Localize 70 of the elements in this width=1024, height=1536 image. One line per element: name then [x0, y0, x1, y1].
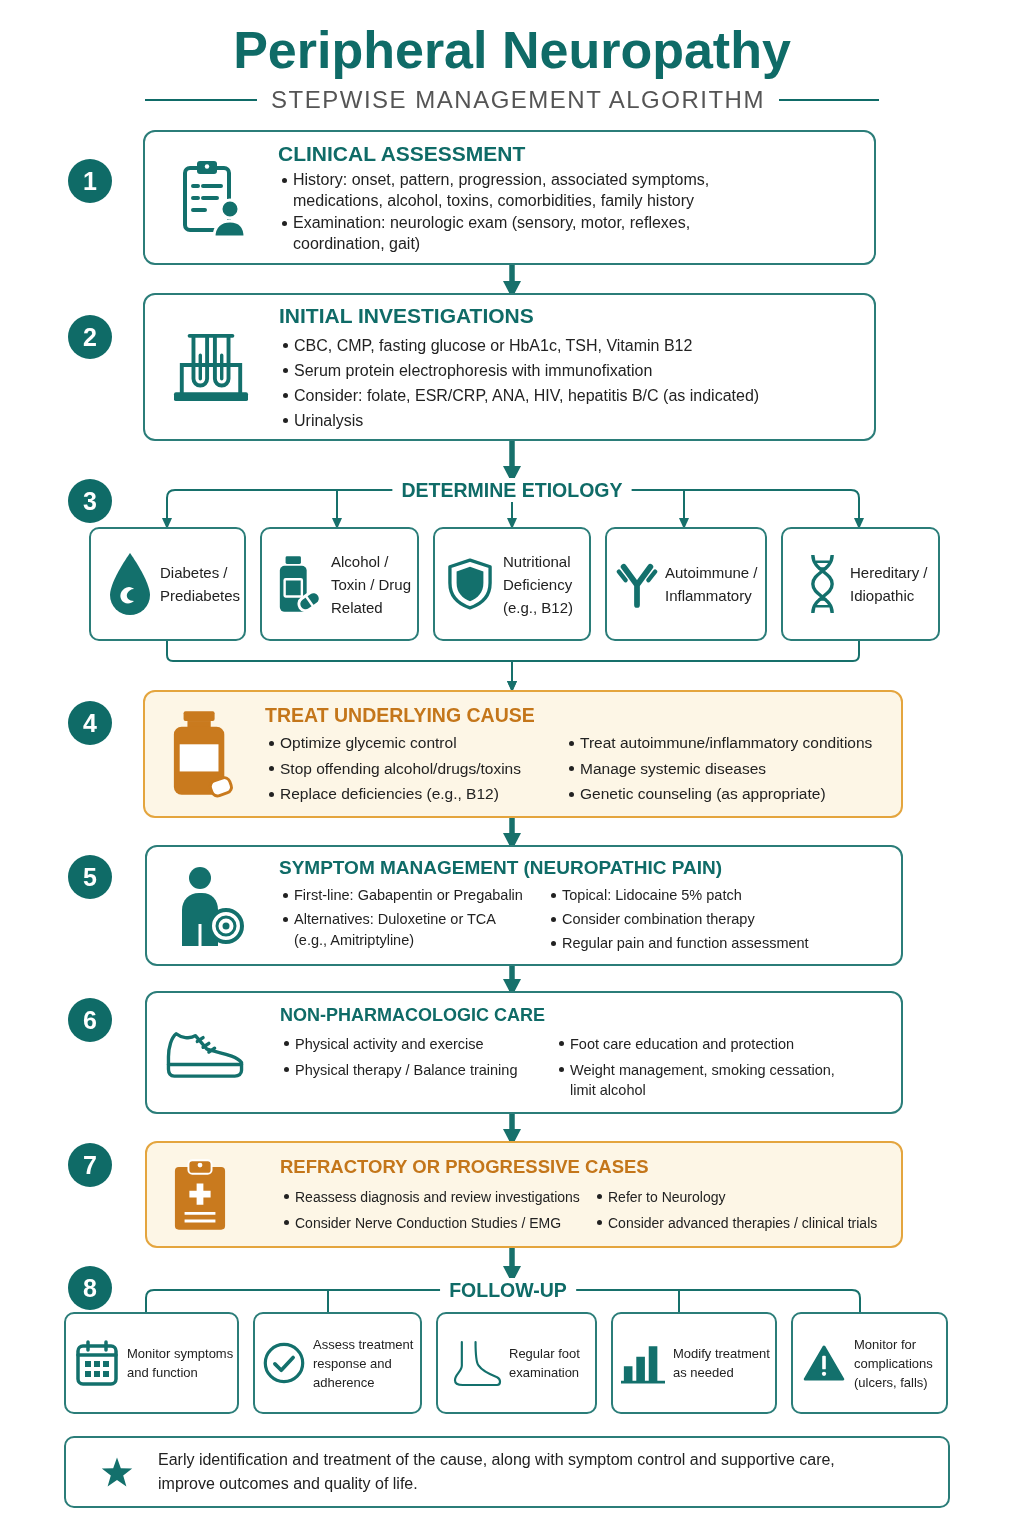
bullet-item: Urinalysis	[279, 409, 364, 431]
bullet-item: History: onset, pattern, progression, associated symptoms, medications, alcohol, toxins, comorbidities, family history	[278, 170, 758, 212]
step-card	[143, 293, 876, 441]
step-number: 5	[68, 855, 112, 899]
bullet-item: Physical activity and exercise	[280, 1033, 484, 1054]
category-label: Nutritional Deficiency (e.g., B12)	[503, 551, 575, 618]
card-heading: TREAT UNDERLYING CAUSE	[265, 703, 535, 728]
follow-up-label: Monitor for complications (ulcers, falls)	[854, 1335, 934, 1392]
card-heading: REFRACTORY OR PROGRESSIVE CASES	[280, 1156, 649, 1179]
step-number: 7	[68, 1143, 112, 1187]
bullet-item: Weight management, smoking cessation, limit alcohol	[555, 1059, 847, 1100]
bullet-item: Consider advanced therapies / clinical trials	[593, 1212, 878, 1233]
page-subtitle: STEPWISE MANAGEMENT ALGORITHM	[271, 86, 765, 114]
step-number: 1	[68, 159, 112, 203]
step-card	[145, 991, 903, 1114]
bullet-item: Alternatives: Duloxetine or TCA (e.g., Amitriptyline)	[279, 909, 529, 952]
category-card	[433, 527, 591, 641]
summary-text: Early identification and treatment of the cause, along with symptom control and supportive care, improve outcomes and quality of life.	[158, 1450, 836, 1494]
bullet-item: Regular pain and function assessment	[547, 933, 809, 955]
follow-up-card	[611, 1312, 777, 1414]
connector-line	[327, 1289, 442, 1313]
category-label: Autoimmune / Inflammatory	[665, 563, 759, 606]
bullet-item: Physical therapy / Balance training	[280, 1059, 518, 1080]
follow-up-card	[64, 1312, 239, 1414]
step-number: 2	[68, 315, 112, 359]
bullet-item: Treat autoimmune/inflammatory conditions	[565, 733, 873, 754]
step-card	[145, 1141, 903, 1248]
follow-up-label: Assess treatment response and adherence	[313, 1335, 415, 1392]
category-label: Alcohol / Toxin / Drug Related	[331, 551, 413, 618]
step-number: 3	[68, 479, 112, 523]
bullet-item: Consider combination therapy	[547, 909, 755, 931]
step-card	[143, 690, 903, 818]
bullet-item: Manage systemic diseases	[565, 758, 767, 779]
bullet-item: Topical: Lidocaine 5% patch	[547, 885, 742, 907]
follow-up-card	[253, 1312, 422, 1414]
bullet-item: First-line: Gabapentin or Pregabalin	[279, 885, 523, 907]
category-label: Hereditary / Idiopathic	[850, 563, 929, 606]
step-number: 4	[68, 701, 112, 745]
bullet-item: Genetic counseling (as appropriate)	[565, 784, 826, 805]
bullet-item: Examination: neurologic exam (sensory, motor, reflexes, coordination, gait)	[278, 213, 758, 255]
category-card	[781, 527, 940, 641]
card-heading: INITIAL INVESTIGATIONS	[279, 303, 534, 329]
follow-up-label: Modify treatment as needed	[673, 1345, 771, 1382]
bullet-item: Foot care education and protection	[555, 1033, 795, 1054]
step-card	[145, 845, 903, 966]
page-title: Peripheral Neuropathy	[233, 20, 791, 80]
follow-up-card	[436, 1312, 597, 1414]
bullet-item: Refer to Neurology	[593, 1186, 726, 1207]
step-number: 6	[68, 998, 112, 1042]
bullet-item: Consider: folate, ESR/CRP, ANA, HIV, hepatitis B/C (as indicated)	[279, 384, 760, 406]
summary-card	[64, 1436, 950, 1508]
bullet-item: Replace deficiencies (e.g., B12)	[265, 784, 499, 805]
category-card	[260, 527, 419, 641]
card-heading: NON-PHARMACOLOGIC CARE	[280, 1005, 545, 1027]
bullet-item: Optimize glycemic control	[265, 733, 457, 754]
bullet-item: Stop offending alcohol/drugs/toxins	[265, 758, 521, 779]
follow-up-label: Monitor symptoms and function	[127, 1345, 235, 1382]
bullet-item: Serum protein electrophoresis with immunofixation	[279, 359, 653, 381]
step-number: 8	[68, 1266, 112, 1310]
bullet-item: CBC, CMP, fasting glucose or HbA1c, TSH, Vitamin B12	[279, 334, 693, 356]
card-heading: SYMPTOM MANAGEMENT (NEUROPATHIC PAIN)	[279, 856, 722, 880]
bullet-item: Consider Nerve Conduction Studies / EMG	[280, 1212, 562, 1233]
step-card	[143, 130, 876, 265]
card-heading: CLINICAL ASSESSMENT	[278, 140, 526, 167]
bullet-item: Reassess diagnosis and review investigations	[280, 1186, 580, 1207]
category-label: Diabetes / Prediabetes	[160, 563, 242, 606]
follow-up-card	[791, 1312, 948, 1414]
category-card	[605, 527, 767, 641]
category-card	[89, 527, 246, 641]
follow-up-label: Regular foot examination	[509, 1345, 581, 1382]
